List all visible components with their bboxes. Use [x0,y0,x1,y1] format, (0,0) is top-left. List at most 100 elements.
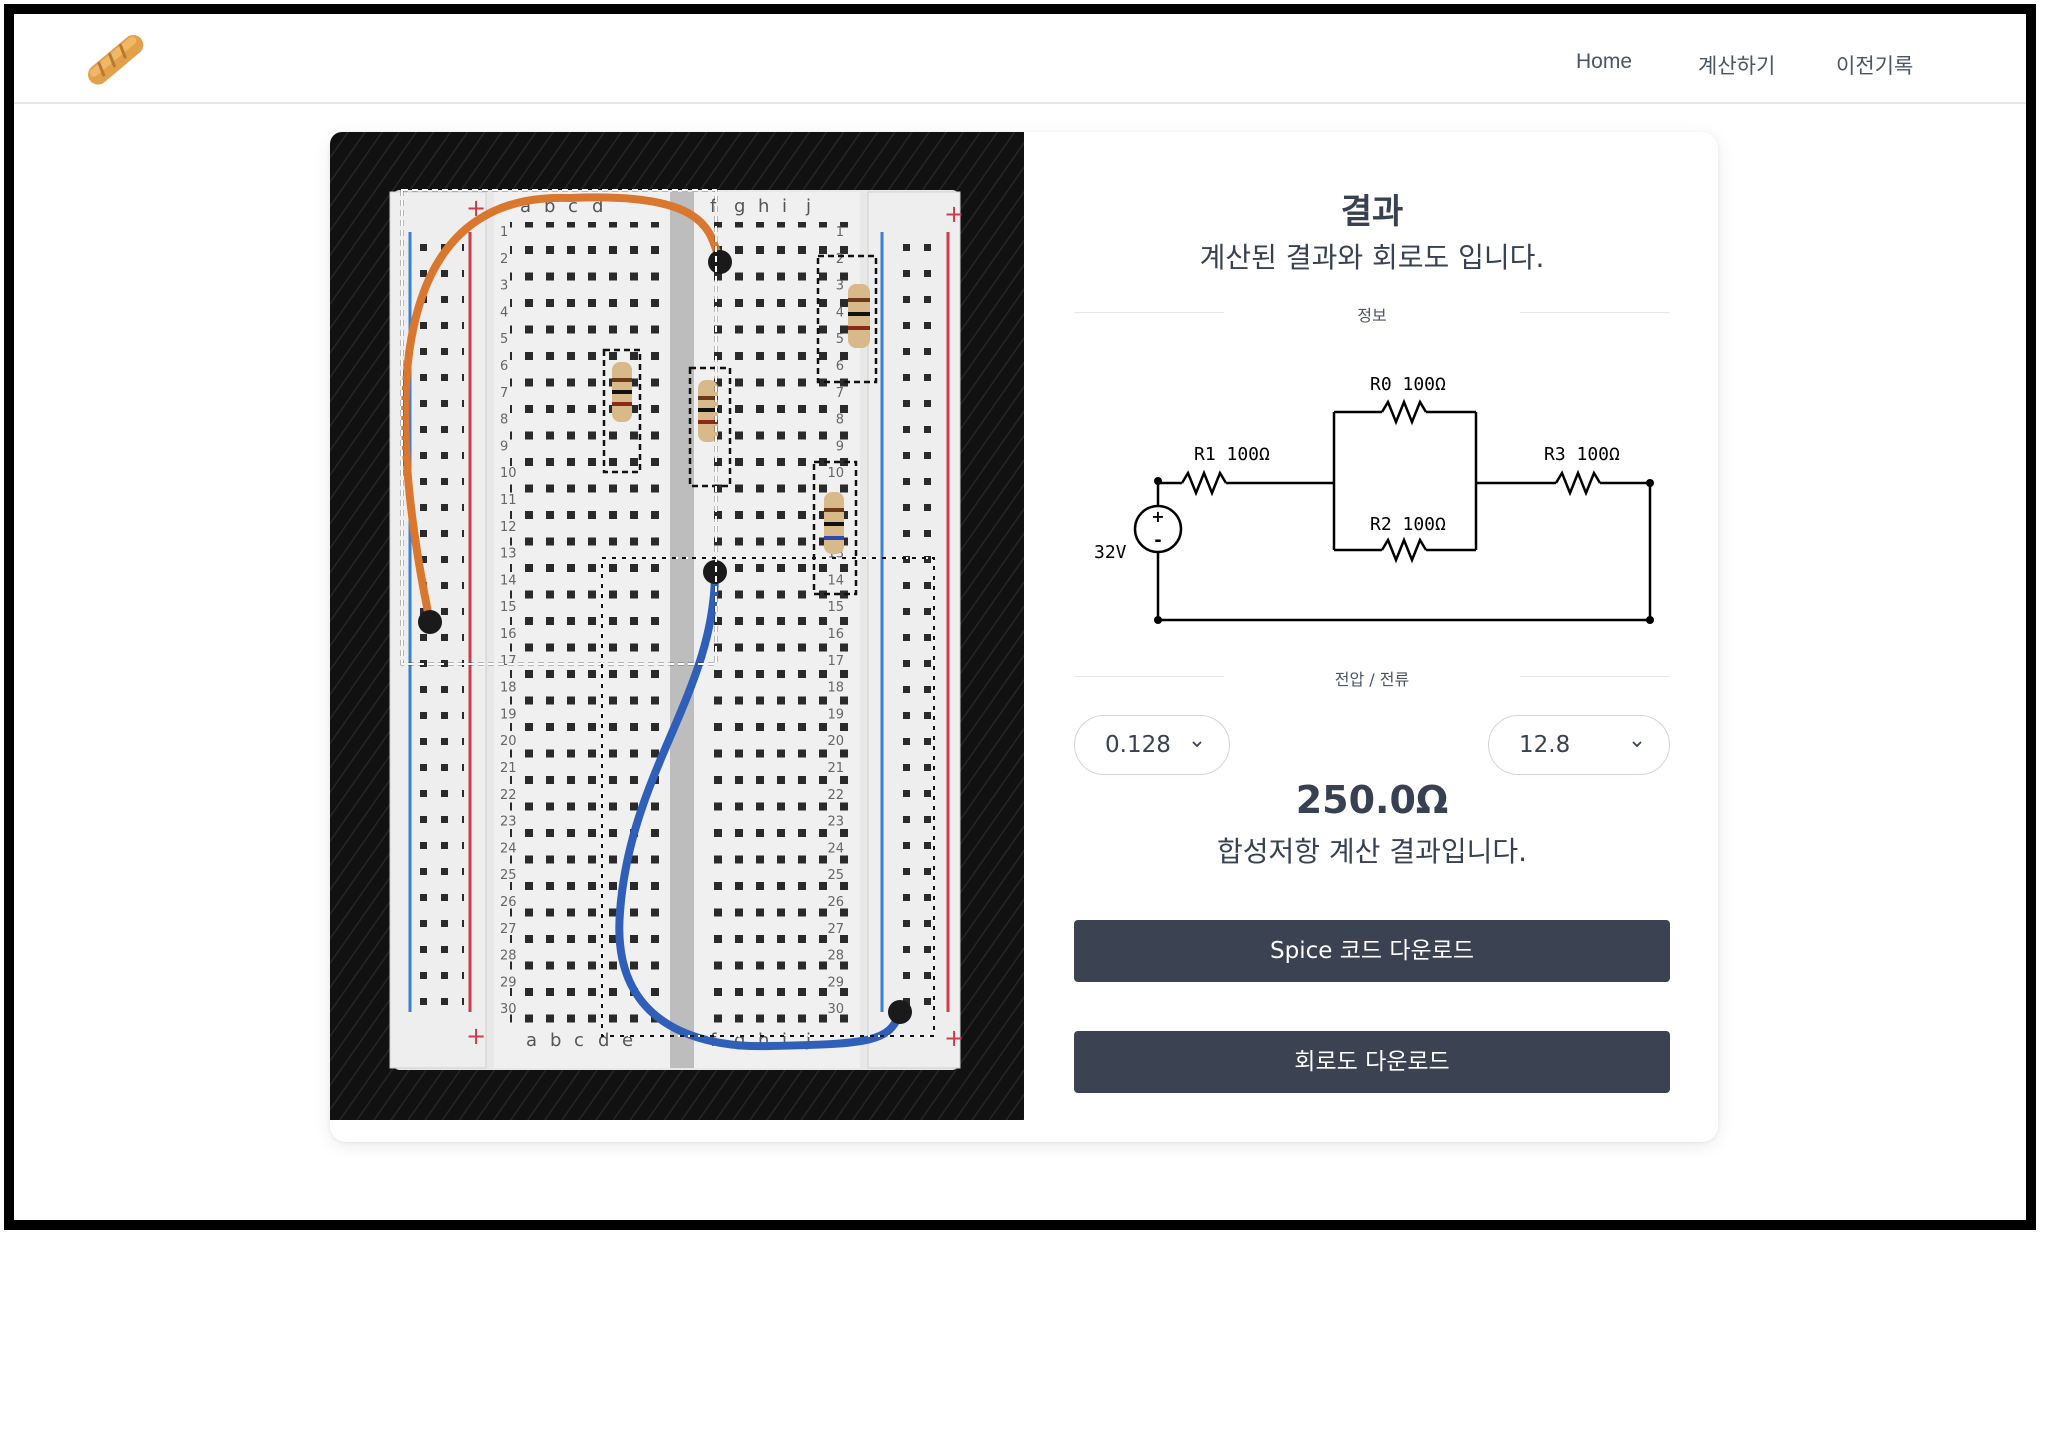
svg-text:-: - [1154,530,1161,551]
orange-wire [401,193,724,623]
row-number: 3 [500,279,508,294]
col-label: b [544,196,555,217]
col-label: d [592,196,603,217]
row-number: 17 [500,654,517,669]
row-number: 12 [500,520,517,535]
resistor [698,380,718,442]
diagram-download-button[interactable]: 회로도 다운로드 [1074,1031,1670,1093]
row-number: 26 [500,895,517,910]
row-number: 30 [827,1002,844,1017]
row-number: 22 [827,788,844,803]
nav-home[interactable]: Home [1576,50,1633,73]
row-number: 11 [500,493,517,508]
col-label: h [758,196,769,217]
row-number: 27 [827,922,844,937]
row-number: 15 [500,600,517,615]
row-number: 16 [827,627,844,642]
row-number: 4 [836,305,844,320]
row-number: 23 [827,815,844,830]
row-number: 25 [827,868,844,883]
circuit-diagram: + - 32V R0 100Ω R1 100Ω R2 100Ω R3 100Ω [1094,374,1654,624]
col-label: g [734,196,745,217]
result-title: 결과 [1340,192,1404,232]
row-number: 5 [500,332,508,347]
detection-box [812,460,858,596]
row-number: 18 [827,681,844,696]
breadboard-photo: + + + + a b c d f g h i j a b c d e f g … [330,132,1024,1120]
row-number: 7 [836,386,844,401]
col-label: i [782,196,787,217]
row-number: 21 [827,761,844,776]
row-number: 6 [836,359,844,374]
row-number: 1 [500,225,508,240]
col-label: h [758,1030,769,1051]
col-label: j [805,196,811,217]
current-value: 0.128 [1105,732,1171,758]
info-label: 정보 [1357,306,1387,325]
detection-box [602,348,642,474]
row-number: 24 [500,841,517,856]
svg-text:+: + [944,1024,964,1052]
row-number: 16 [500,627,517,642]
source-label: 32V [1094,542,1127,563]
col-label: c [574,1030,584,1051]
col-label: f [710,196,717,217]
row-number: 8 [836,413,844,428]
vi-label: 전압 / 전류 [1334,670,1410,689]
resistor-r1-symbol [1180,469,1228,497]
row-number: 20 [827,734,844,749]
result-subtitle: 계산된 결과와 회로도 입니다. [1199,241,1545,274]
resistor-r3-label: R3 100Ω [1544,444,1620,465]
chevron-down-icon [1632,741,1642,748]
blue-wire [615,571,904,1051]
detection-box [688,366,732,488]
row-number: 23 [500,815,517,830]
resistor [824,492,844,554]
row-number: 1 [836,225,844,240]
row-number: 9 [836,439,844,454]
col-label: c [568,196,578,217]
col-label: a [526,1030,537,1051]
vi-divider: 전압 / 전류 [1074,666,1670,689]
row-number: 24 [827,841,844,856]
row-number: 25 [500,868,517,883]
row-number: 19 [500,707,517,722]
row-number: 10 [827,466,844,481]
resistance-value: 250.0Ω [1295,778,1449,822]
row-number: 14 [500,573,517,588]
info-divider: 정보 [1074,302,1670,325]
row-number: 22 [500,788,517,803]
row-number: 28 [500,949,517,964]
spice-download-button[interactable]: Spice 코드 다운로드 [1074,920,1670,982]
bread-icon[interactable] [80,24,150,94]
row-number: 27 [500,922,517,937]
row-number: 28 [827,949,844,964]
row-number: 17 [827,654,844,669]
resistor [848,284,870,348]
col-label: j [805,1030,811,1051]
resistor-r1-label: R1 100Ω [1194,444,1270,465]
row-number: 29 [500,975,517,990]
nav-history[interactable]: 이전기록 [1836,55,1914,78]
svg-text:+: + [1151,507,1164,526]
row-number: 15 [827,600,844,615]
voltage-select[interactable]: 12.8 [1488,715,1670,775]
row-number: 7 [500,386,508,401]
col-label: a [520,196,531,217]
row-number: 18 [500,681,517,696]
voltage-value: 12.8 [1519,732,1571,758]
resistor-r0-symbol [1380,398,1428,426]
resistance-description: 합성저항 계산 결과입니다. [1216,835,1528,868]
detection-box [401,189,717,665]
voltage-source-symbol [1133,504,1183,554]
row-number: 9 [500,439,508,454]
row-number: 8 [500,413,508,428]
resistor-r3-symbol [1554,469,1602,497]
detection-box [816,254,878,384]
nav-calculate[interactable]: 계산하기 [1698,55,1776,78]
resistor-r2-label: R2 100Ω [1370,514,1446,535]
current-select[interactable]: 0.128 [1074,715,1230,775]
row-number: 6 [500,359,508,374]
col-label: e [622,1030,633,1051]
col-label: i [782,1030,787,1051]
